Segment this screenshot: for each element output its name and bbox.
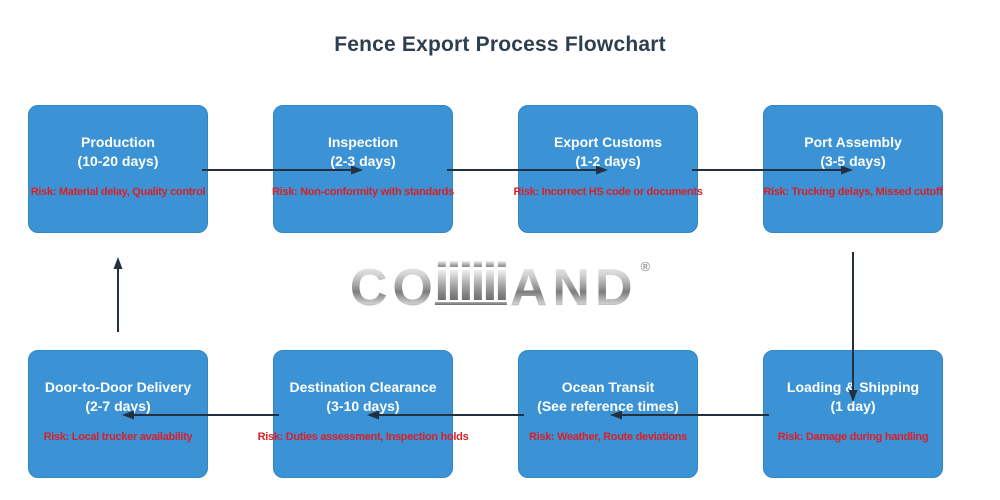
command-logo: CO AND ® xyxy=(349,259,651,318)
node-name: Door-to-Door Delivery xyxy=(44,379,192,395)
node-risk: Risk: Duties assessment, Inspection hold… xyxy=(257,431,469,443)
node-duration: (2-7 days) xyxy=(85,398,151,414)
node-title: Export Customs (1-2 days) xyxy=(519,133,697,171)
node-duration: (2-3 days) xyxy=(330,153,396,169)
node-name: Port Assembly xyxy=(804,134,902,150)
flow-node-destination-clearance: Destination Clearance (3-10 days) Risk: … xyxy=(258,350,469,478)
flow-node-production: Production (10-20 days) Risk: Material d… xyxy=(28,105,208,233)
node-title: Ocean Transit (See reference times) xyxy=(519,378,697,416)
logo-fence-bars-icon xyxy=(434,261,507,305)
node-name: Production xyxy=(81,134,155,150)
node-title: Loading & Shipping (1 day) xyxy=(764,378,942,416)
flow-node-ocean-transit: Ocean Transit (See reference times) Risk… xyxy=(518,350,698,478)
node-name: Inspection xyxy=(327,134,398,150)
node-duration: (1-2 days) xyxy=(575,153,641,169)
node-risk: Risk: Non-conformity with standards xyxy=(271,186,455,198)
node-name: Loading & Shipping xyxy=(786,379,920,395)
node-risk: Risk: Trucking delays, Missed cutoff xyxy=(763,186,943,198)
node-risk: Risk: Material delay, Quality control xyxy=(30,186,206,198)
node-duration: (1 day) xyxy=(830,398,876,414)
flow-node-inspection: Inspection (2-3 days) Risk: Non-conformi… xyxy=(271,105,455,233)
node-title: Port Assembly (3-5 days) xyxy=(764,133,942,171)
page-title: Fence Export Process Flowchart xyxy=(334,33,666,56)
logo-underline xyxy=(434,302,507,305)
node-name: Destination Clearance xyxy=(289,379,437,395)
logo-text-left: CO xyxy=(349,259,438,318)
flow-node-port-assembly: Port Assembly (3-5 days) Risk: Trucking … xyxy=(763,105,943,233)
flow-node-export-customs: Export Customs (1-2 days) Risk: Incorrec… xyxy=(513,105,703,233)
node-duration: (3-10 days) xyxy=(326,398,400,414)
logo-text-right: AND xyxy=(509,259,638,318)
node-title: Production (10-20 days) xyxy=(29,133,207,171)
node-title: Destination Clearance (3-10 days) xyxy=(274,378,452,416)
node-risk: Risk: Damage during handling xyxy=(777,431,929,443)
node-duration: (3-5 days) xyxy=(820,153,886,169)
node-duration: (See reference times) xyxy=(537,398,679,414)
arrow-door-delivery-to-production xyxy=(113,257,123,332)
node-title: Door-to-Door Delivery (2-7 days) xyxy=(29,378,207,416)
node-title: Inspection (2-3 days) xyxy=(274,133,452,171)
node-name: Export Customs xyxy=(553,134,663,150)
flow-node-door-to-door-delivery: Door-to-Door Delivery (2-7 days) Risk: L… xyxy=(28,350,208,478)
node-duration: (10-20 days) xyxy=(77,153,159,169)
node-risk: Risk: Local trucker availability xyxy=(43,431,193,443)
node-risk: Risk: Weather, Route deviations xyxy=(529,431,687,443)
node-name: Ocean Transit xyxy=(561,379,655,395)
flow-node-loading-shipping: Loading & Shipping (1 day) Risk: Damage … xyxy=(763,350,943,478)
registered-trademark-icon: ® xyxy=(640,259,651,274)
node-risk: Risk: Incorrect HS code or documents xyxy=(513,186,703,198)
